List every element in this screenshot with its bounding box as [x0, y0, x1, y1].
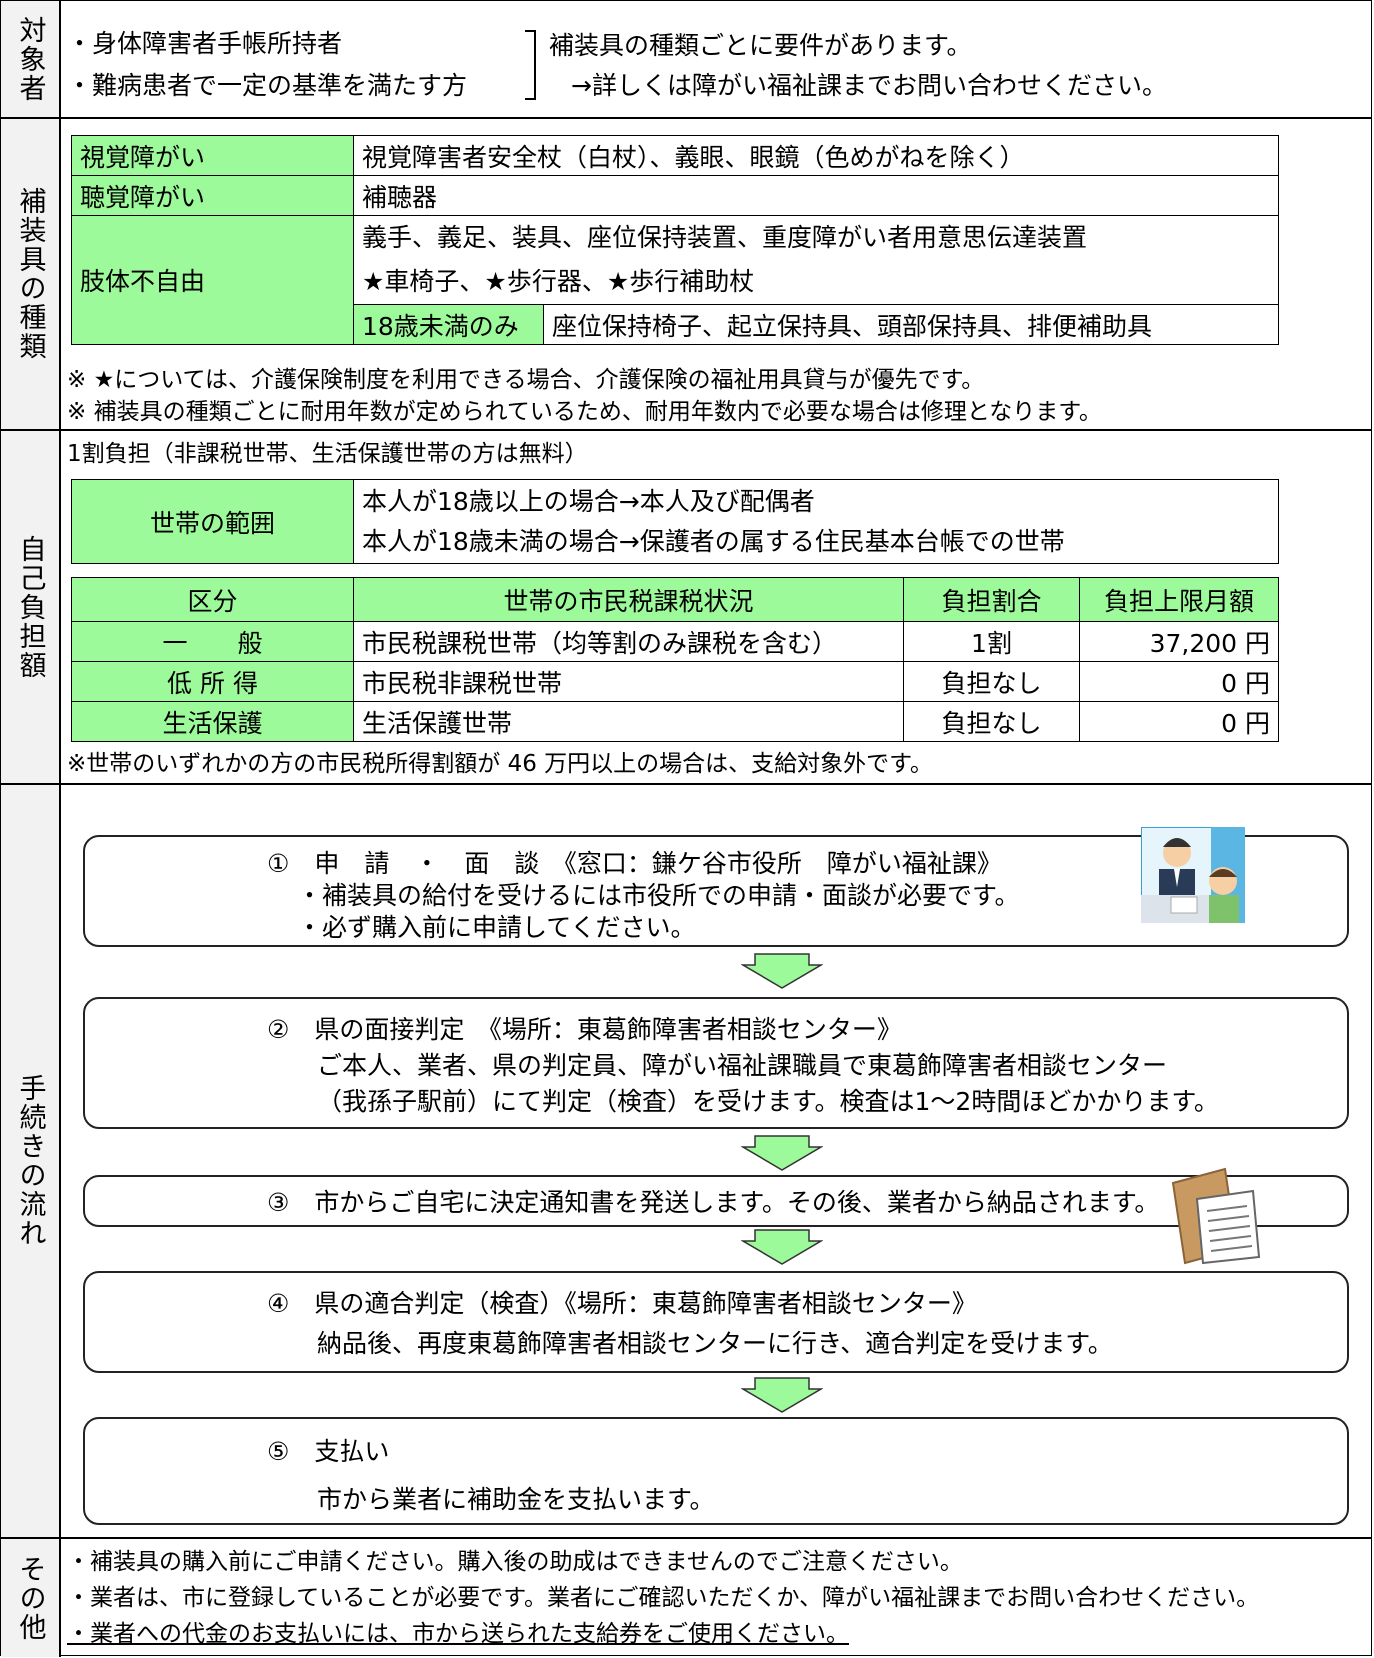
other-line: ・補装具の購入前にご申請ください。購入後の助成はできませんのでご注意ください。 [67, 1549, 963, 1575]
table-cell: 負担なし [903, 661, 1080, 702]
table-header: 負担上限月額 [1079, 577, 1279, 622]
table-cell: 生活保護 [71, 701, 354, 742]
bracket-icon [525, 30, 536, 100]
target-section: 対象者 ・身体障害者手帳所持者 ・難病患者で一定の基準を満たす方 補装具の種類ご… [1, 1, 1371, 119]
device-sub-items: 座位保持椅子、起立保持具、頭部保持具、排便補助具 [543, 304, 1279, 345]
device-sub-label: 18歳未満のみ [353, 304, 544, 345]
step-line: ・補装具の給付を受けるには市役所での申請・面談が必要です。 [297, 881, 1020, 910]
table-header: 区分 [71, 577, 354, 622]
step-title: ⑤ 支払い [267, 1437, 390, 1466]
device-items: 視覚障害者安全杖（白杖）、義眼、眼鏡（色めがねを除く） [353, 135, 1279, 176]
table-cell: 0 円 [1079, 701, 1279, 742]
devices-note: ※ ★については、介護保険制度を利用できる場合、介護保険の福祉用具貸与が優先です… [67, 367, 985, 393]
section-label: 補装具の種類 [1, 119, 61, 429]
burden-table: 区分 世帯の市民税課税状況 負担割合 負担上限月額 一 般 市民税課税世帯（均等… [71, 577, 1279, 742]
step-line: 納品後、再度東葛飾障害者相談センターに行き、適合判定を受けます。 [317, 1329, 1113, 1358]
table-cell: 1割 [903, 621, 1080, 662]
counseling-illustration-icon [1141, 827, 1245, 923]
table-cell: 市民税課税世帯（均等割のみ課税を含む） [353, 621, 904, 662]
device-category: 肢体不自由 [71, 215, 354, 345]
envelope-document-icon [1171, 1167, 1261, 1265]
household-line: 本人が18歳以上の場合→本人及び配偶者 [362, 486, 815, 516]
table-row: 一 般 市民税課税世帯（均等割のみ課税を含む） 1割 37,200 円 [71, 621, 1279, 662]
household-line: 本人が18歳未満の場合→保護者の属する住民基本台帳での世帯 [362, 526, 1065, 556]
devices-label: 補装具の種類 [14, 187, 46, 361]
section-label: 手続きの流れ [1, 785, 61, 1537]
step-box: ③ 市からご自宅に決定通知書を発送します。その後、業者から納品されます。 [83, 1175, 1349, 1227]
step-line: （我孫子駅前）にて判定（検査）を受けます。検査は1～2時間ほどかかります。 [317, 1087, 1219, 1116]
section-label: その他 [1, 1539, 61, 1657]
table-cell: 37,200 円 [1079, 621, 1279, 662]
table-cell: 負担なし [903, 701, 1080, 742]
step-title: ② 県の面接判定 《場所：東葛飾障害者相談センター》 [267, 1015, 902, 1044]
bracket-note: →詳しくは障がい福祉課までお問い合わせください。 [571, 71, 1167, 100]
step-title: ④ 県の適合判定（検査）《場所：東葛飾障害者相談センター》 [267, 1289, 977, 1318]
table-header: 世帯の市民税課税状況 [353, 577, 904, 622]
table-cell: 0 円 [1079, 661, 1279, 702]
step-title: ③ 市からご自宅に決定通知書を発送します。その後、業者から納品されます。 [267, 1188, 1160, 1217]
target-label: 対象者 [14, 15, 46, 103]
other-line: ・業者は、市に登録していることが必要です。業者にご確認いただくか、障がい福祉課ま… [67, 1585, 1260, 1611]
table-header-row: 区分 世帯の市民税課税状況 負担割合 負担上限月額 [71, 577, 1279, 622]
procedure-label: 手続きの流れ [14, 1074, 46, 1248]
target-item: ・難病患者で一定の基準を満たす方 [67, 71, 468, 100]
step-line: ・必ず購入前に申請してください。 [297, 913, 696, 942]
section-label: 対象者 [1, 1, 61, 117]
down-arrow-icon [741, 1377, 823, 1413]
bracket-note: 補装具の種類ごとに要件があります。 [549, 31, 972, 60]
other-section: その他 ・補装具の購入前にご申請ください。購入後の助成はできませんのでご注意くだ… [1, 1539, 1371, 1657]
other-line: ・業者への代金のお支払いには、市から送られた支給券をご使用ください。 [67, 1621, 849, 1647]
other-label: その他 [14, 1554, 46, 1642]
device-category: 聴覚障がい [71, 175, 354, 216]
table-row: 生活保護 生活保護世帯 負担なし 0 円 [71, 701, 1279, 742]
down-arrow-icon [741, 1135, 823, 1171]
device-table: 視覚障がい 視覚障害者安全杖（白杖）、義眼、眼鏡（色めがねを除く） 聴覚障がい … [71, 135, 1279, 345]
devices-section: 補装具の種類 視覚障がい 視覚障害者安全杖（白杖）、義眼、眼鏡（色めがねを除く）… [1, 119, 1371, 431]
table-cell: 低 所 得 [71, 661, 354, 702]
burden-intro: 1割負担（非課税世帯、生活保護世帯の方は無料） [67, 441, 588, 467]
down-arrow-icon [741, 953, 823, 989]
devices-note: ※ 補装具の種類ごとに耐用年数が定められているため、耐用年数内で必要な場合は修理… [67, 399, 1102, 425]
target-item: ・身体障害者手帳所持者 [67, 29, 343, 58]
step-box: ② 県の面接判定 《場所：東葛飾障害者相談センター》 ご本人、業者、県の判定員、… [83, 997, 1349, 1129]
burden-note: ※世帯のいずれかの方の市民税所得割額が 46 万円以上の場合は、支給対象外です。 [67, 751, 933, 777]
down-arrow-icon [741, 1229, 823, 1265]
household-table: 世帯の範囲 本人が18歳以上の場合→本人及び配偶者 本人が18歳未満の場合→保護… [71, 479, 1279, 564]
burden-label: 自己負担額 [14, 534, 46, 680]
device-items: ★車椅子、★歩行器、★歩行補助杖 [362, 267, 755, 296]
table-header: 負担割合 [903, 577, 1080, 622]
step-title: ① 申 請 ・ 面 談 《窓口：鎌ケ谷市役所 障がい福祉課》 [267, 849, 1002, 878]
device-items: 補聴器 [353, 175, 1279, 216]
section-label: 自己負担額 [1, 431, 61, 783]
table-cell: 一 般 [71, 621, 354, 662]
step-line: 市から業者に補助金を支払います。 [317, 1485, 715, 1514]
step-line: ご本人、業者、県の判定員、障がい福祉課職員で東葛飾障害者相談センター [317, 1051, 1168, 1080]
step-box: ④ 県の適合判定（検査）《場所：東葛飾障害者相談センター》 納品後、再度東葛飾障… [83, 1271, 1349, 1373]
device-category: 視覚障がい [71, 135, 354, 176]
table-row: 低 所 得 市民税非課税世帯 負担なし 0 円 [71, 661, 1279, 702]
table-cell: 市民税非課税世帯 [353, 661, 904, 702]
step-box: ⑤ 支払い 市から業者に補助金を支払います。 [83, 1417, 1349, 1525]
burden-section: 自己負担額 1割負担（非課税世帯、生活保護世帯の方は無料） 世帯の範囲 本人が1… [1, 431, 1371, 785]
device-items: 義手、義足、装具、座位保持装置、重度障がい者用意思伝達装置 [362, 223, 1088, 252]
household-label: 世帯の範囲 [71, 479, 354, 564]
step-box: ① 申 請 ・ 面 談 《窓口：鎌ケ谷市役所 障がい福祉課》 ・補装具の給付を受… [83, 835, 1349, 947]
table-cell: 生活保護世帯 [353, 701, 904, 742]
procedure-section: 手続きの流れ ① 申 請 ・ 面 談 《窓口：鎌ケ谷市役所 障がい福祉課》 ・補… [1, 785, 1371, 1539]
